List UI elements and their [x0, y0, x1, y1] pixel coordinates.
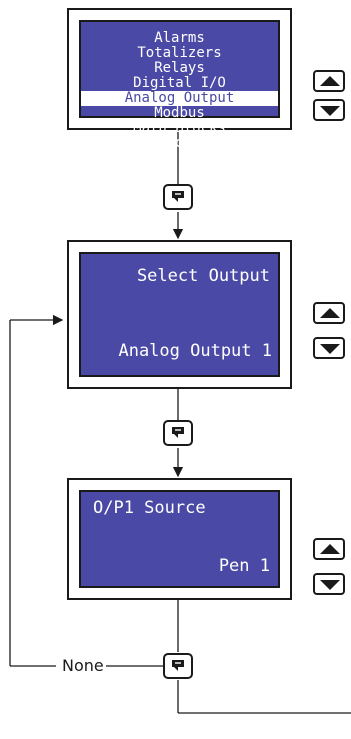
down-arrow-icon — [320, 106, 340, 116]
menu-item-relays[interactable]: Relays — [154, 60, 205, 76]
down-button-1[interactable] — [313, 99, 345, 121]
down-button-3[interactable] — [313, 573, 345, 595]
up-arrow-icon — [320, 76, 340, 86]
menu-item-alarms[interactable]: Alarms — [154, 30, 205, 46]
screen-title: O/P1 Source — [93, 498, 206, 518]
menu-item-digital-io[interactable]: Digital I/O — [133, 75, 226, 91]
enter-button-1[interactable] — [163, 184, 193, 210]
up-arrow-icon — [320, 308, 340, 318]
menu-item-math-blocks[interactable]: Math Blocks — [133, 120, 226, 136]
menu-item-modbus[interactable]: Modbus — [154, 105, 205, 121]
down-button-2[interactable] — [313, 337, 345, 359]
menu-item-analog-output-selected[interactable]: Analog Output — [81, 91, 278, 106]
down-arrow-icon — [320, 344, 340, 354]
enter-key-icon — [172, 660, 184, 671]
menu-list: Alarms Totalizers Relays Digital I/O Ana… — [81, 31, 278, 151]
up-button-3[interactable] — [313, 538, 345, 560]
loop-label-none: None — [60, 656, 106, 675]
enter-button-2[interactable] — [163, 420, 193, 446]
screen-value: Analog Output 1 — [118, 341, 272, 361]
up-button-2[interactable] — [313, 302, 345, 324]
enter-button-3[interactable] — [163, 653, 193, 679]
display-screen-select-output: Select Output Analog Output 1 — [79, 252, 280, 377]
up-button-1[interactable] — [313, 70, 345, 92]
display-frame-select-output: Select Output Analog Output 1 — [67, 240, 292, 389]
enter-key-icon — [172, 191, 184, 202]
display-screen-op1-source: O/P1 Source Pen 1 — [79, 490, 280, 588]
screen-value: Pen 1 — [218, 556, 270, 576]
down-arrow-icon — [320, 580, 340, 590]
screen-title: Select Output — [136, 266, 270, 286]
up-arrow-icon — [320, 544, 340, 554]
menu-item-totalizers[interactable]: Totalizers — [137, 45, 222, 61]
enter-key-icon — [172, 427, 184, 438]
display-frame-op1-source: O/P1 Source Pen 1 — [67, 478, 292, 600]
menu-item-logic-equations[interactable]: Logic Equations — [116, 135, 243, 151]
display-frame-menu: Alarms Totalizers Relays Digital I/O Ana… — [67, 8, 292, 151]
display-screen-menu: Alarms Totalizers Relays Digital I/O Ana… — [79, 20, 280, 151]
